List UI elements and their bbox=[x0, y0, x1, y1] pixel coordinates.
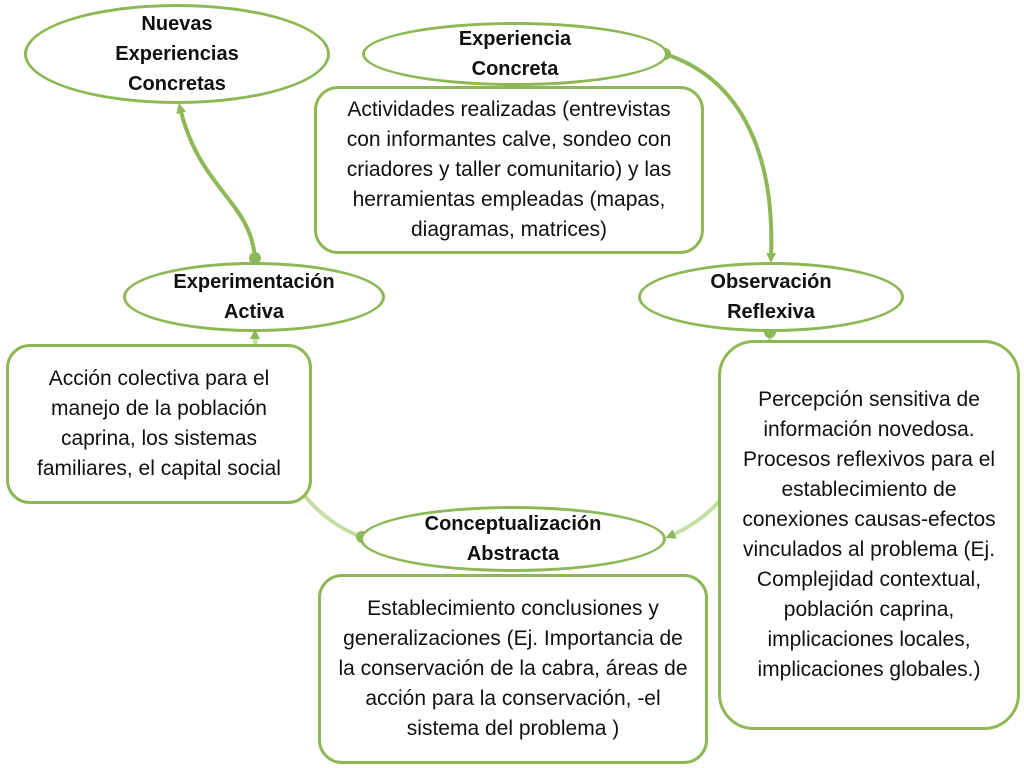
box-experiencia-concreta: Actividades realizadas (entrevistas con … bbox=[314, 86, 704, 254]
box-observacion-reflexiva: Percepción sensitiva de información nove… bbox=[718, 340, 1020, 730]
node-conceptualizacion-abstracta: Conceptualización Abstracta bbox=[360, 506, 666, 572]
node-experimentacion-activa: Experimentación Activa bbox=[123, 262, 385, 332]
box-experimentacion-activa: Acción colectiva para el manejo de la po… bbox=[6, 344, 312, 504]
node-experiencia-concreta: Experiencia Concreta bbox=[362, 22, 668, 86]
node-nuevas-experiencias-concretas: Nuevas Experiencias Concretas bbox=[24, 4, 330, 104]
box-experiencia-text: Actividades realizadas (entrevistas con … bbox=[346, 98, 672, 241]
box-observacion-text: Percepción sensitiva de información nove… bbox=[742, 388, 996, 681]
arrow-experiencia-to-observacion bbox=[664, 52, 777, 263]
node-observacion-reflexiva: Observación Reflexiva bbox=[638, 262, 904, 332]
arrow-start-dot bbox=[249, 252, 261, 264]
box-conceptualizacion-abstracta: Establecimiento conclusiones y generaliz… bbox=[318, 574, 708, 764]
arrow-experimentacion-to-nuevas bbox=[176, 103, 257, 259]
box-conceptualizacion-text: Establecimiento conclusiones y generaliz… bbox=[338, 597, 688, 740]
box-experimentacion-text: Acción colectiva para el manejo de la po… bbox=[37, 367, 281, 480]
